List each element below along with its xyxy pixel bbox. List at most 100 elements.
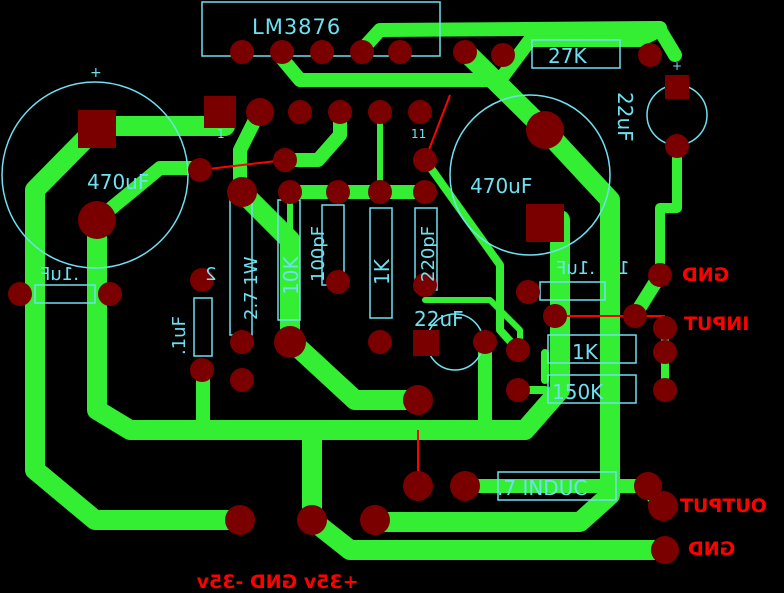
resistor-1k-mid-outline xyxy=(369,207,393,319)
pad-square xyxy=(78,110,116,148)
pad-square xyxy=(526,204,564,242)
gnd-top-label: GND xyxy=(682,264,729,286)
cap-01uf2-label: .1uF xyxy=(169,316,190,355)
pad xyxy=(653,340,677,364)
pad xyxy=(297,505,327,535)
pad xyxy=(360,505,390,535)
pad xyxy=(473,330,497,354)
cap-01uf2-outline xyxy=(193,297,213,357)
trace-left-bus xyxy=(87,210,570,440)
pad xyxy=(98,282,122,306)
pad xyxy=(274,326,306,358)
pad xyxy=(403,385,433,415)
inductor-outline xyxy=(497,471,617,501)
pad xyxy=(543,304,567,328)
pad xyxy=(634,472,662,500)
cap-470uf-left-outline xyxy=(1,81,189,269)
pad xyxy=(388,40,412,64)
resistor-27-label: 2.7 1W xyxy=(241,256,262,320)
pad xyxy=(368,330,392,354)
cap-01uf-right-outline xyxy=(539,281,606,301)
pad-square xyxy=(204,96,236,128)
pin-1-marker: 1 xyxy=(217,127,225,141)
pad xyxy=(516,280,540,304)
resistor-1k-mid-label: 1K xyxy=(370,258,394,285)
resistor-27k-outline xyxy=(531,39,621,69)
pad xyxy=(450,471,480,501)
pad xyxy=(328,100,352,124)
pad xyxy=(665,134,689,158)
input-label: INPUT xyxy=(684,313,749,335)
plus-right-label: + xyxy=(672,59,682,73)
pad xyxy=(230,40,254,64)
inductor-label: .7 INDUC xyxy=(497,476,587,500)
pad xyxy=(326,180,350,204)
pad xyxy=(506,378,530,402)
pad xyxy=(270,40,294,64)
cap-01uf-left-outline xyxy=(34,284,96,304)
trace-22uf-top-drop xyxy=(655,141,682,280)
resistor-150k-outline xyxy=(547,374,637,404)
pad xyxy=(190,268,214,292)
cap-220pf-label: 220pF xyxy=(418,226,439,282)
pad xyxy=(413,180,437,204)
silkscreen-text: LM3876 27K 470uF 470uF + + 1 11 22uF 1K … xyxy=(40,15,682,500)
pad xyxy=(310,40,334,64)
cap-01uf-left-label: .1uF xyxy=(40,264,79,285)
pad-square xyxy=(665,75,689,99)
marker-1-label: 1 xyxy=(618,258,629,279)
pad xyxy=(506,338,530,362)
cap-100pf-label: 100pF xyxy=(308,226,329,282)
pads xyxy=(8,40,689,564)
trace-gnd-vertical xyxy=(302,420,675,560)
pad xyxy=(8,282,32,306)
pad xyxy=(623,304,647,328)
cap-22uf-mid-label: 22uF xyxy=(414,307,464,331)
power-label: +35v GND -35v xyxy=(196,571,359,593)
trace-left-inner xyxy=(90,161,207,227)
output-label: OUTPUT xyxy=(680,495,767,517)
pad xyxy=(188,158,212,182)
resistor-27k-label: 27K xyxy=(548,44,587,68)
pin-11-marker: 11 xyxy=(411,127,426,141)
pad xyxy=(648,263,672,287)
resistor-10k-label: 10K xyxy=(279,256,303,295)
plus-left-label: + xyxy=(90,65,102,81)
pad xyxy=(246,98,274,126)
pad xyxy=(403,471,433,501)
cap-470uf-right-outline xyxy=(449,94,611,256)
resistor-1k-right-label: 1K xyxy=(572,340,599,364)
pad xyxy=(288,100,312,124)
pad xyxy=(648,491,678,521)
pad xyxy=(638,43,662,67)
chip-label: LM3876 xyxy=(252,15,341,39)
pad xyxy=(190,358,214,382)
pad xyxy=(651,536,679,564)
pad xyxy=(227,177,257,207)
pad xyxy=(350,40,374,64)
connection-labels: GND INPUT OUTPUT GND +35v GND -35v xyxy=(196,264,767,593)
pad xyxy=(78,201,116,239)
trace-470uf-right xyxy=(365,46,620,532)
gnd-bottom-label: GND xyxy=(688,538,735,560)
jumper-left xyxy=(199,159,286,171)
pad xyxy=(653,316,677,340)
pad xyxy=(413,148,437,172)
pad xyxy=(273,148,297,172)
pad xyxy=(278,180,302,204)
marker-2-label: 2 xyxy=(205,264,216,285)
pad xyxy=(453,40,477,64)
pad-square xyxy=(413,330,439,356)
pad xyxy=(491,43,515,67)
pad xyxy=(408,100,432,124)
pad xyxy=(526,111,564,149)
pad xyxy=(368,180,392,204)
pad xyxy=(225,505,255,535)
pad xyxy=(413,273,437,297)
cap-470uf-right-label: 470uF xyxy=(470,174,532,198)
pad xyxy=(653,378,677,402)
pad xyxy=(230,368,254,392)
trace-220pf-right xyxy=(421,156,522,354)
